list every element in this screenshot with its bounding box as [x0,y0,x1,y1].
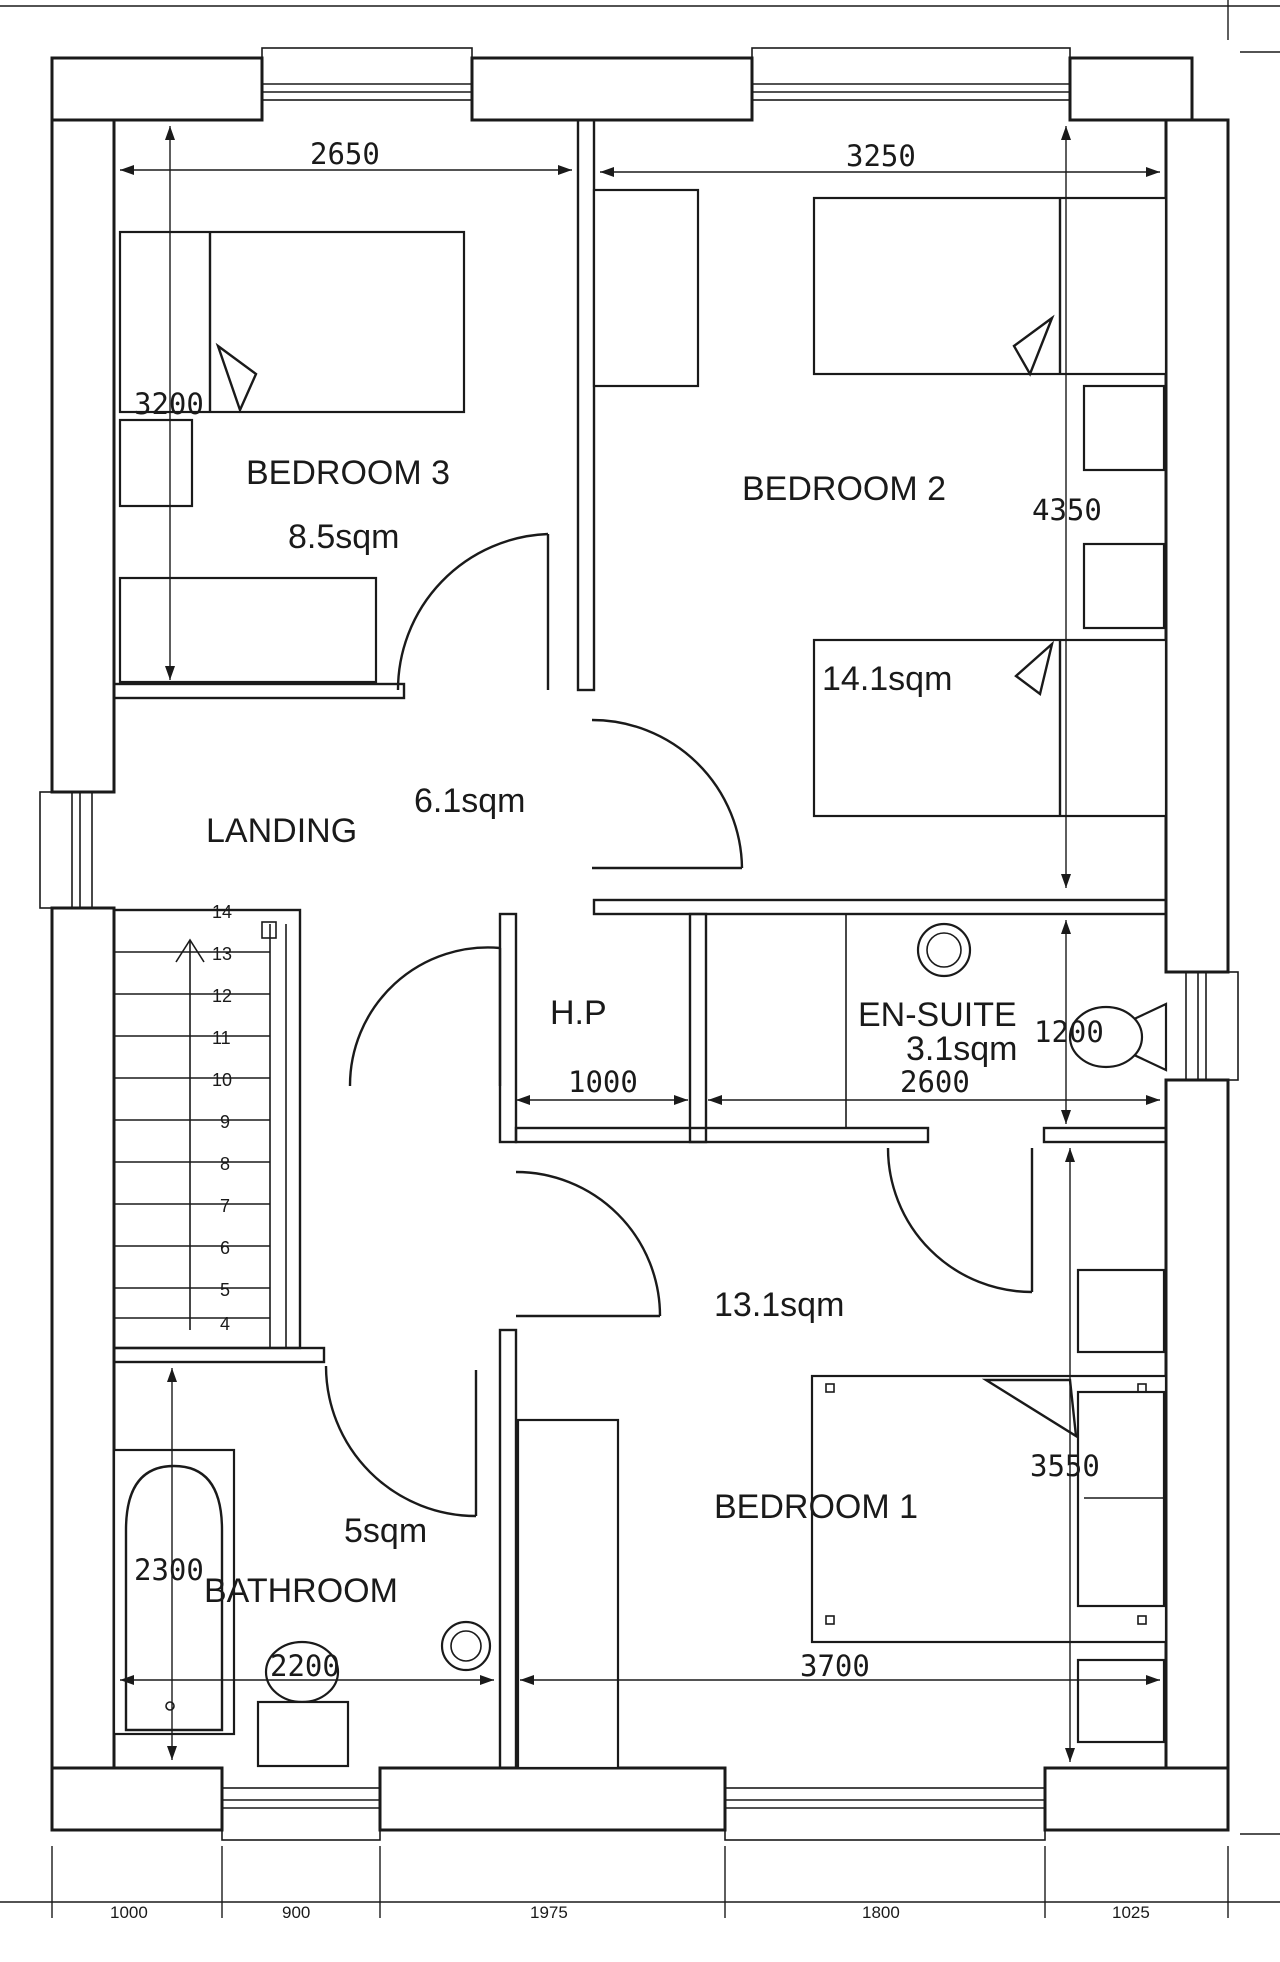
ensuite-toilet [1068,1005,1144,1069]
ensuite-basin [916,922,972,978]
dimension-label: 2600 [900,1065,970,1099]
landing-area: 6.1sqm [414,782,526,820]
bedside-table [1082,384,1166,472]
landing-name: LANDING [206,812,357,850]
dimension-label: 900 [282,1903,310,1922]
bedroom2-name: BEDROOM 2 [742,470,946,508]
furniture [112,188,1168,1770]
dimension-label: 3550 [1030,1449,1100,1483]
dimension-label: 2650 [310,137,380,171]
stair-number: 12 [212,986,232,1006]
dimension-label: 3250 [846,139,916,173]
bedside-table [1076,1268,1166,1354]
dimension-labels: 2650 3200 3250 4350 1000 2600 1200 3550 … [110,137,1150,1922]
room-labels: BEDROOM 3 8.5sqm BEDROOM 2 14.1sqm LANDI… [204,454,1018,1610]
ensuite-name: EN-SUITE [858,996,1017,1034]
bathroom-basin [440,1620,492,1672]
bedside-table [1076,1658,1166,1744]
bedroom3-name: BEDROOM 3 [246,454,450,492]
dimension-label: 4350 [1032,493,1102,527]
wardrobe-bedroom2 [592,188,700,388]
dimension-label: 3200 [134,387,204,421]
stair-number: 13 [212,944,232,964]
dimension-label: 1800 [862,1903,900,1922]
hp-name: H.P [550,994,607,1032]
dimension-label: 1000 [568,1065,638,1099]
stair-number: 5 [220,1280,230,1300]
dimension-label: 1200 [1034,1015,1104,1049]
dimension-label: 3700 [800,1649,870,1683]
wardrobe-bedroom3 [118,576,378,684]
chest-of-drawers [1076,1390,1166,1608]
ensuite-area: 3.1sqm [906,1030,1018,1068]
stair-number: 14 [212,902,232,922]
stair-number: 7 [220,1196,230,1216]
dimension-label: 1000 [110,1903,148,1922]
bedroom3-area: 8.5sqm [288,518,400,556]
bedroom1-name: BEDROOM 1 [714,1488,918,1526]
stair-number: 11 [212,1028,231,1048]
dimension-label: 2200 [270,1649,340,1683]
stair-number: 9 [220,1112,230,1132]
bathroom-name: BATHROOM [204,1572,398,1610]
dimension-label: 2300 [134,1553,204,1587]
dimension-label: 1975 [530,1903,568,1922]
stair-number: 8 [220,1154,230,1174]
stair-number: 4 [220,1314,230,1334]
bedroom1-area: 13.1sqm [714,1286,844,1324]
dimension-lines [0,0,1280,1918]
bathtub [112,1448,236,1736]
bedroom2-area: 14.1sqm [822,660,952,698]
bathroom-area: 5sqm [344,1512,427,1550]
doors [324,532,1034,1518]
bed-bedroom2-top [812,196,1168,376]
wardrobe-bedroom1 [516,1418,620,1770]
dimension-label: 1025 [1112,1903,1150,1922]
windows [39,47,1239,1841]
bed-bedroom2-bottom [812,638,1168,818]
staircase: 14 13 12 11 10 9 8 7 6 5 4 [112,902,302,1350]
bedside-table [1082,542,1166,630]
stair-number: 10 [212,1070,232,1090]
stair-number: 6 [220,1238,230,1258]
bed-bedroom3 [118,230,466,414]
bedside-table [118,418,194,508]
